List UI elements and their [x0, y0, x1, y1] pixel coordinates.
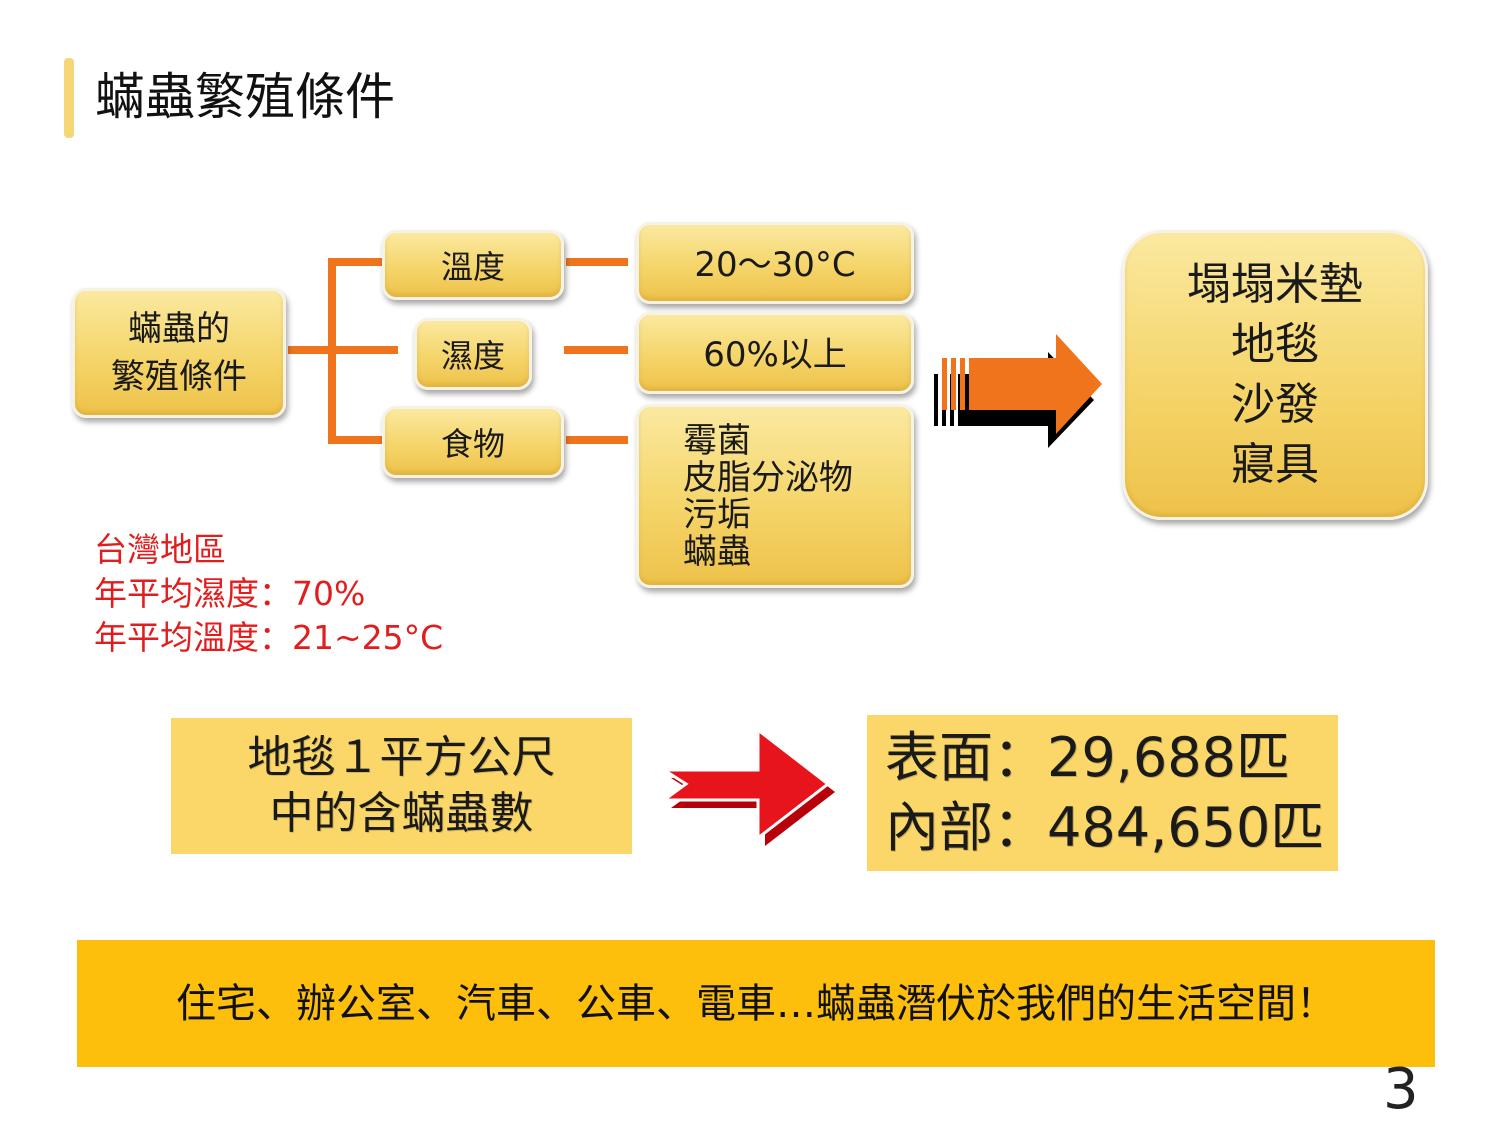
- connector-temp: [328, 258, 384, 266]
- connector-food-value: [566, 436, 628, 444]
- habitat-item: 寢具: [1231, 439, 1319, 490]
- connector-humidity-value: [564, 346, 628, 354]
- connector-temp-value: [566, 258, 628, 266]
- value-temperature: 20～30°C: [636, 222, 914, 304]
- value-food: 霉菌 皮脂分泌物 污垢 蟎蟲: [636, 404, 914, 588]
- habitat-item: 地毯: [1231, 319, 1319, 370]
- connector-root: [288, 346, 332, 354]
- root-box: 蟎蟲的 繁殖條件: [72, 288, 286, 418]
- food-item: 皮脂分泌物: [683, 458, 853, 498]
- summary-banner: 住宅、辦公室、汽車、公車、電車…蟎蟲潛伏於我們的生活空間！: [77, 940, 1435, 1067]
- root-line2: 繁殖條件: [111, 357, 247, 397]
- food-item: 蟎蟲: [683, 532, 751, 572]
- habitat-box: 塌塌米墊 地毯 沙發 寢具: [1122, 230, 1428, 520]
- value-humidity: 60%以上: [636, 312, 914, 394]
- carpet-left-box: 地毯１平方公尺 中的含蟎蟲數: [171, 718, 632, 854]
- page-title: 蟎蟲繁殖條件: [95, 68, 395, 126]
- carpet-right-box: 表面：29,688匹 內部：484,650匹: [867, 715, 1338, 871]
- orange-arrow-icon: [934, 334, 1102, 448]
- connector-food: [328, 436, 384, 444]
- page-number: 3: [1383, 1057, 1419, 1122]
- connector-humidity: [328, 346, 398, 354]
- taiwan-note: 台灣地區 年平均濕度：70% 年平均溫度：21~25°C: [94, 530, 444, 657]
- root-line1: 蟎蟲的: [128, 309, 230, 349]
- habitat-item: 沙發: [1231, 379, 1319, 430]
- habitat-item: 塌塌米墊: [1187, 259, 1363, 310]
- food-item: 污垢: [683, 495, 751, 535]
- title-accent-bar: [64, 58, 74, 138]
- red-arrow-icon: [658, 726, 835, 846]
- branch-humidity: 濕度: [414, 318, 532, 390]
- branch-food: 食物: [382, 406, 564, 478]
- food-item: 霉菌: [683, 421, 751, 461]
- branch-temperature: 溫度: [382, 230, 564, 300]
